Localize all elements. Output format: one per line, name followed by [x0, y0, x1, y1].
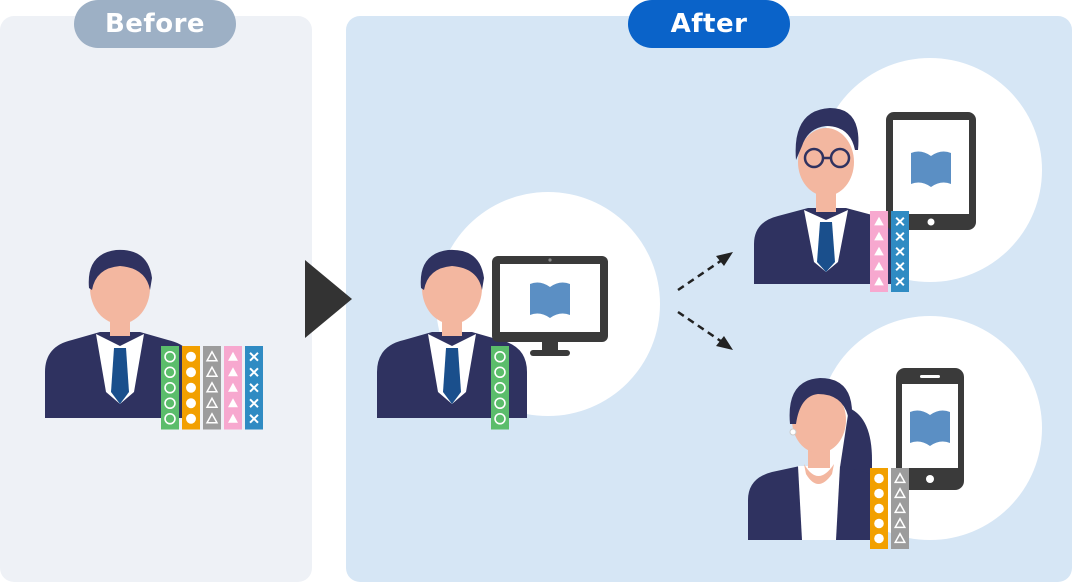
rating-symbol [895, 231, 905, 242]
after-label: After [628, 0, 790, 48]
rating-symbol [874, 261, 884, 271]
before-label: Before [74, 0, 236, 48]
rating-symbol [893, 517, 907, 529]
rating-column-green [161, 346, 179, 430]
rating-symbol [228, 398, 238, 408]
rating-symbol [228, 367, 238, 377]
rating-symbol [186, 351, 196, 362]
rating-symbol [164, 397, 176, 410]
rating-symbol [205, 396, 219, 408]
open-book-icon [910, 410, 950, 446]
rating-column-green [491, 346, 509, 430]
rating-column-gray [891, 468, 909, 549]
rating-symbol [186, 398, 196, 409]
rating-symbol [186, 382, 196, 393]
rating-symbol [874, 246, 884, 256]
rating-symbol [874, 473, 884, 484]
rating-symbol [164, 412, 176, 425]
tablet-icon [886, 112, 976, 230]
viewer-person-woman [748, 378, 880, 540]
open-book-icon [530, 282, 570, 318]
rating-symbol [494, 366, 506, 379]
rating-symbol [895, 246, 905, 257]
rating-symbol [249, 352, 259, 362]
rating-symbol [228, 351, 238, 361]
rating-symbol [895, 216, 905, 227]
rating-symbol [205, 365, 219, 377]
before-rating-columns [161, 346, 263, 430]
rating-column-gray [203, 346, 221, 430]
after-presenter-rating-column [491, 346, 509, 430]
rating-symbol [186, 367, 196, 378]
before-panel [0, 16, 312, 582]
rating-symbol [895, 276, 905, 287]
smartphone-icon [896, 368, 964, 490]
rating-symbol [205, 412, 219, 424]
rating-symbol [895, 261, 905, 272]
viewer-person-glasses [754, 108, 900, 284]
play-triangle-icon [305, 260, 352, 338]
rating-symbol [874, 488, 884, 499]
branch-arrows [677, 252, 733, 350]
rating-symbol [164, 381, 176, 394]
rating-symbol [874, 503, 884, 514]
rating-symbol [874, 276, 884, 286]
rating-symbol [893, 472, 907, 484]
rating-symbol [893, 502, 907, 514]
rating-symbol [205, 381, 219, 393]
rating-symbol [249, 383, 259, 393]
desktop-monitor-icon [492, 256, 608, 356]
rating-symbol [249, 414, 259, 424]
rating-symbol [893, 487, 907, 499]
rating-symbol [164, 366, 176, 379]
rating-symbol [893, 532, 907, 544]
rating-symbol [249, 367, 259, 377]
rating-symbol [494, 350, 506, 363]
rating-symbol [249, 398, 259, 408]
rating-symbol [494, 381, 506, 394]
viewer-glasses-rating-columns [870, 211, 909, 292]
rating-symbol [494, 412, 506, 425]
before-person [45, 249, 195, 418]
rating-symbol [494, 397, 506, 410]
rating-symbol [874, 518, 884, 529]
rating-symbol [874, 231, 884, 241]
rating-symbol [186, 413, 196, 424]
rating-symbol [228, 382, 238, 392]
after-presenter-person [377, 249, 527, 418]
viewer-woman-rating-columns [870, 468, 909, 549]
rating-symbol [874, 216, 884, 226]
rating-symbol [228, 413, 238, 423]
rating-symbol [164, 350, 176, 363]
open-book-icon [911, 151, 951, 187]
rating-symbol [205, 350, 219, 362]
rating-symbol [874, 533, 884, 544]
